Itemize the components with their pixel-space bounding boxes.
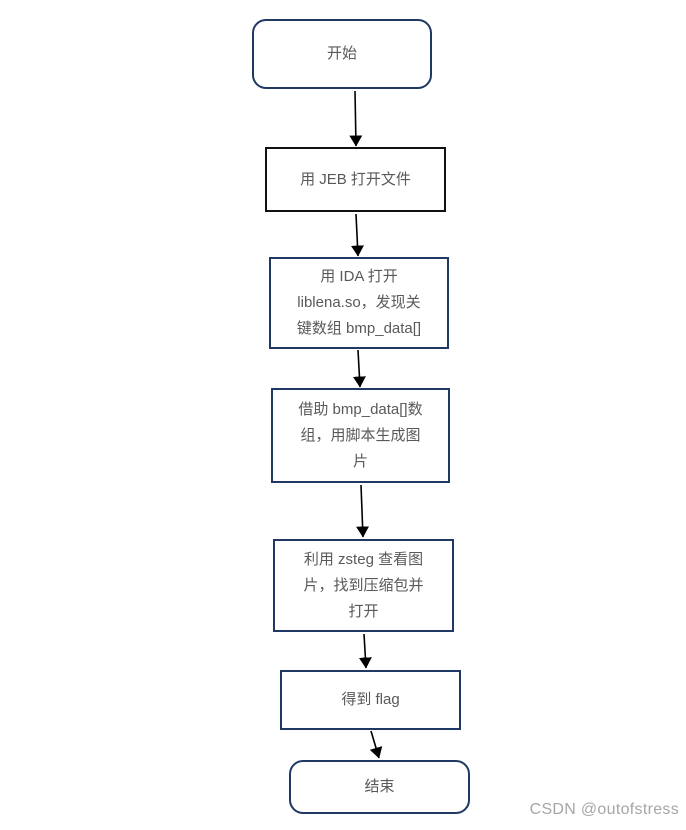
node-label-open-jeb: 用 JEB 打开文件: [300, 170, 411, 188]
edge-genimage-zsteg: [356, 484, 370, 538]
flow-node-open-ida: 用 IDA 打开 liblena.so，发现关 键数组 bmp_data[]: [269, 257, 449, 349]
node-label-start: 开始: [326, 45, 357, 62]
flow-node-start: 开始: [252, 19, 432, 89]
flow-node-gen-image: 借助 bmp_data[]数 组，用脚本生成图 片: [271, 388, 450, 483]
flow-node-get-flag: 得到 flag: [280, 670, 461, 730]
edge-openida-genimage: [352, 349, 366, 388]
flow-node-open-jeb: 用 JEB 打开文件: [265, 147, 446, 212]
edge-getflag-end: [369, 730, 383, 759]
watermark-text: CSDN @outofstress: [529, 801, 679, 818]
node-label-get-flag: 得到 flag: [341, 691, 400, 708]
edge-openjeb-openida: [351, 213, 364, 257]
flow-node-zsteg: 利用 zsteg 查看图 片，找到压缩包并 打开: [273, 539, 454, 632]
watermark: CSDN @outofstress: [530, 801, 679, 819]
edge-zsteg-getflag: [358, 633, 372, 669]
edge-start-openjeb: [349, 90, 363, 147]
node-label-open-ida: 用 IDA 打开 liblena.so，发现关 键数组 bmp_data[]: [296, 268, 422, 337]
flow-node-end: 结束: [289, 760, 470, 814]
node-label-gen-image: 借助 bmp_data[]数 组，用脚本生成图 片: [298, 400, 423, 470]
node-label-zsteg: 利用 zsteg 查看图 片，找到压缩包并 打开: [303, 550, 424, 620]
node-label-end: 结束: [364, 778, 395, 795]
